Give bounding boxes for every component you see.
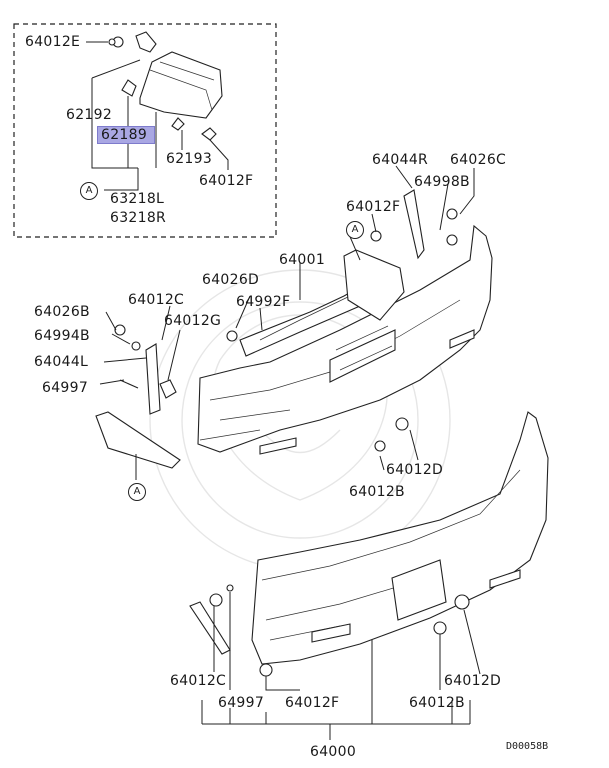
- lower-bumper-drawing: [189, 411, 549, 740]
- label-62192: 62192: [66, 107, 113, 123]
- inset-frame: [13, 23, 277, 238]
- label-64012F-inset: 64012F: [199, 173, 254, 189]
- label-64044R: 64044R: [372, 152, 429, 168]
- diagram-code: D00058B: [506, 741, 549, 752]
- label-64026D: 64026D: [202, 272, 260, 288]
- label-64012F-upper: 64012F: [346, 199, 401, 215]
- label-64998B: 64998B: [414, 174, 470, 190]
- label-64001: 64001: [279, 252, 326, 268]
- label-64012B-lower: 64012B: [409, 695, 465, 711]
- label-64012C-upper: 64012C: [128, 292, 185, 308]
- label-64992F: 64992F: [236, 294, 291, 310]
- label-64026B: 64026B: [34, 304, 90, 320]
- callout-A-upper: A: [346, 221, 364, 239]
- callout-A-lower: A: [128, 483, 146, 501]
- label-64012C-lower: 64012C: [170, 673, 227, 689]
- label-64997-lower: 64997: [218, 695, 265, 711]
- label-64994B: 64994B: [34, 328, 90, 344]
- label-64012F-lower: 64012F: [285, 695, 340, 711]
- label-64997-upper: 64997: [42, 380, 89, 396]
- label-63218R: 63218R: [110, 210, 167, 226]
- label-64012B-upper: 64012B: [349, 484, 405, 500]
- callout-A-inset: A: [80, 182, 98, 200]
- label-64044L: 64044L: [34, 354, 89, 370]
- label-62189-highlighted[interactable]: 62189: [97, 126, 155, 144]
- upper-bumper-drawing: [95, 165, 493, 480]
- label-64012G: 64012G: [164, 313, 222, 329]
- label-62193: 62193: [166, 151, 213, 167]
- label-64012D-lower: 64012D: [444, 673, 502, 689]
- label-64026C: 64026C: [450, 152, 507, 168]
- inset-bracket-drawing: [86, 31, 229, 191]
- label-64012E: 64012E: [25, 34, 81, 50]
- label-63218L: 63218L: [110, 191, 165, 207]
- label-64000: 64000: [310, 744, 357, 760]
- label-64012D-upper: 64012D: [386, 462, 444, 478]
